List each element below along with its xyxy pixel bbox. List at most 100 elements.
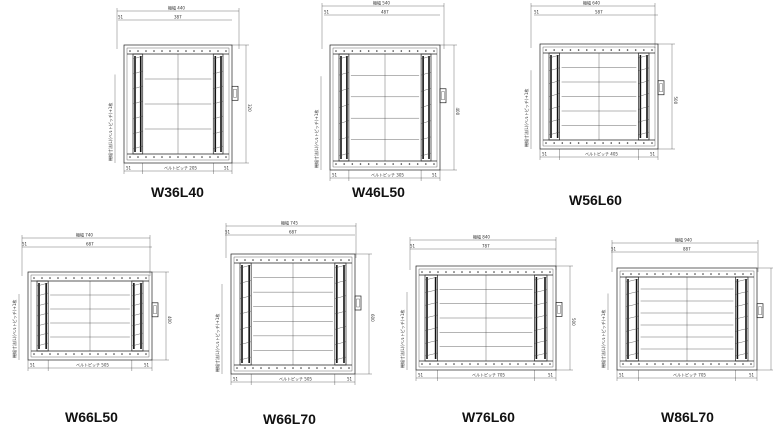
- bolt-bottom: [416, 163, 419, 165]
- chain-link: [338, 55, 349, 60]
- side-width-label: 51: [324, 10, 330, 15]
- bolt-bottom: [252, 367, 254, 369]
- bolt-top: [161, 50, 163, 52]
- side-note-label: 機幅寸法(L)(ベルトピッチ)+1枚: [313, 110, 319, 168]
- bolt-bottom: [308, 367, 310, 369]
- chain-link: [338, 120, 349, 124]
- chain-link: [36, 282, 49, 287]
- bolt-top: [392, 50, 394, 52]
- outer-frame: [123, 44, 233, 164]
- side-note-label: 機幅寸法(L)(ベルトピッチ)+1枚: [11, 300, 17, 358]
- chain-link: [424, 276, 438, 281]
- bolt-bottom: [343, 163, 345, 165]
- chain-link: [625, 352, 639, 357]
- chain-link: [36, 292, 49, 297]
- chain-link: [625, 303, 639, 307]
- chain-link: [239, 326, 252, 330]
- bolt-bottom: [686, 363, 688, 365]
- bolt-top: [437, 271, 439, 273]
- chain-link: [131, 322, 144, 327]
- chain-link: [239, 341, 252, 345]
- outer-frame: [616, 267, 758, 371]
- bolt-top: [445, 271, 447, 273]
- caption-w46l50: W46L50: [352, 184, 405, 200]
- bolt-bottom: [421, 363, 423, 365]
- side-note-label: 機幅寸法(L)(ベルトピッチ)+1枚: [214, 314, 220, 372]
- chain-link: [334, 295, 347, 299]
- bolt-top: [594, 49, 596, 51]
- chain-link: [132, 100, 143, 105]
- bolt-top: [533, 271, 535, 273]
- bolt-bottom: [577, 142, 580, 144]
- bolt-bottom: [646, 363, 648, 365]
- chain-link: [131, 302, 144, 307]
- bolt-bottom: [268, 367, 270, 369]
- chain-link: [36, 342, 49, 347]
- bolt-bottom: [718, 363, 720, 365]
- chain-link: [132, 115, 143, 120]
- bolt-bottom: [618, 142, 621, 144]
- chain-link: [131, 282, 144, 287]
- chain-link: [132, 70, 143, 75]
- bolt-top: [453, 271, 455, 273]
- bottom-left-label: 51: [233, 377, 239, 382]
- chain-link: [735, 291, 749, 295]
- bolt-top: [553, 49, 555, 51]
- side-width-label: 51: [118, 15, 124, 20]
- chain-link: [735, 278, 749, 283]
- side-width-label: 51: [611, 247, 617, 252]
- motor-detail: [659, 83, 663, 92]
- chain-link: [424, 352, 438, 357]
- bolt-bottom: [376, 163, 378, 165]
- chain-link: [131, 342, 144, 347]
- bolt-bottom: [545, 142, 547, 144]
- bolt-top: [618, 49, 621, 51]
- bolt-bottom: [145, 156, 147, 158]
- bolt-bottom: [630, 363, 632, 365]
- bolt-top: [324, 259, 326, 261]
- bolt-bottom: [517, 363, 519, 365]
- bolt-top: [145, 50, 147, 52]
- bolt-bottom: [702, 363, 704, 365]
- motor-detail: [153, 305, 157, 314]
- bolt-top: [367, 50, 370, 52]
- height-label: 400: [167, 316, 172, 324]
- chain-link: [213, 130, 224, 135]
- bolt-bottom: [284, 367, 286, 369]
- bolt-top: [260, 259, 262, 261]
- bolt-top: [622, 273, 624, 275]
- bolt-bottom: [384, 163, 386, 165]
- chain-link: [548, 93, 560, 97]
- bolt-top: [718, 273, 720, 275]
- bolt-top: [585, 49, 588, 51]
- bolt-top: [129, 50, 131, 52]
- chain-link: [534, 302, 548, 306]
- motor-detail: [441, 91, 445, 100]
- chain-link: [36, 302, 49, 307]
- height-label: 600: [370, 314, 375, 322]
- chain-link: [239, 295, 252, 299]
- motor-detail: [758, 306, 762, 315]
- chain-link: [213, 55, 224, 60]
- side-width-label: 51: [22, 242, 28, 247]
- overall-width-label: 機幅 840: [473, 234, 490, 240]
- bolt-bottom: [509, 363, 511, 365]
- inner-width-label: 487: [381, 10, 389, 15]
- outer-frame: [539, 43, 659, 150]
- bolt-top: [268, 259, 270, 261]
- bolt-top: [710, 273, 712, 275]
- chain-link: [338, 104, 349, 108]
- pitch-label: ベルトピッチ 505: [279, 377, 312, 382]
- bolt-top: [105, 277, 107, 279]
- height-label: 400: [455, 108, 460, 116]
- chain-link: [424, 314, 438, 319]
- caption-w66l70: W66L70: [263, 411, 316, 427]
- bolt-bottom: [622, 363, 624, 365]
- inner-frame: [418, 268, 554, 368]
- chain-link: [421, 88, 432, 92]
- bolt-top: [284, 259, 286, 261]
- bottom-right-label: 51: [144, 363, 150, 368]
- chain-link: [239, 310, 252, 315]
- chain-link: [132, 55, 143, 60]
